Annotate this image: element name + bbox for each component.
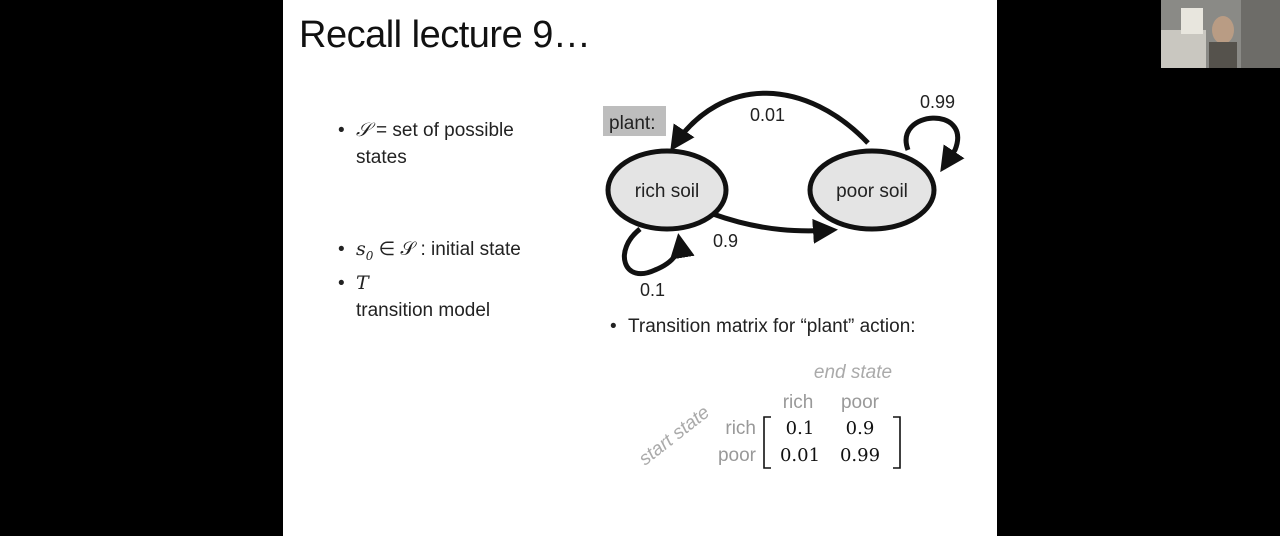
matrix-cell: 0.99 (840, 445, 880, 466)
matrix-cell: 0.01 (780, 445, 820, 466)
bullet-initial-state: • s0 ∈ 𝒮 : initial state (338, 238, 521, 263)
matrix-col-header-poor: poor (841, 392, 880, 413)
edge-rich-to-poor (712, 211, 838, 244)
edge-poor-self (903, 115, 965, 173)
transition-symbol: T (356, 272, 369, 294)
bullet-transition-matrix-text: Transition matrix for “plant” action: (628, 316, 916, 337)
matrix-row-header-rich: rich (725, 418, 756, 439)
initial-state-symbol: s (356, 238, 366, 260)
matrix-col-axis: end state (814, 362, 892, 383)
edge-label-poor-self: 0.99 (920, 92, 955, 112)
bullet-transition-model: • T transition model (338, 272, 491, 321)
matrix-row-header-poor: poor (718, 445, 757, 466)
edge-label-rich-self: 0.1 (640, 280, 665, 300)
edge-label-rich-to-poor: 0.9 (713, 231, 738, 251)
edge-poor-to-rich (670, 90, 870, 152)
state-diagram: plant: 0.01 0.9 0.99 0.1 rich soil poor … (603, 90, 965, 470)
presenter-video-thumbnail[interactable] (1161, 0, 1280, 68)
slide: Recall lecture 9… • 𝒮 = set of possible … (283, 0, 997, 536)
bullet-initial-state-text: ∈ 𝒮 : initial state (373, 239, 521, 260)
edge-rich-self (622, 227, 695, 277)
state-rich-soil (605, 148, 729, 232)
matrix-bracket-right (893, 416, 901, 469)
bullet-states-text2: states (356, 147, 407, 168)
state-poor-soil-label: poor soil (836, 181, 908, 202)
presenter-video-icon (1161, 0, 1280, 68)
bullet-transition-text: transition model (356, 300, 491, 321)
action-label-box (603, 106, 666, 136)
slide-title: Recall lecture 9… (299, 14, 591, 56)
edge-label-poor-to-rich: 0.01 (750, 105, 785, 125)
bullet-states: • 𝒮 = set of possible states (338, 119, 514, 168)
bullet-states-text: = set of possible (370, 120, 514, 141)
matrix-bracket-left (763, 416, 771, 469)
matrix-cell: 0.1 (786, 418, 815, 439)
matrix-col-header-rich: rich (783, 392, 814, 413)
bullet-transition-matrix: • Transition matrix for “plant” action: (610, 316, 916, 337)
matrix-row-axis: start state (635, 402, 714, 470)
matrix-cell: 0.9 (846, 418, 875, 439)
state-rich-soil-label: rich soil (635, 181, 699, 202)
set-symbol: 𝒮 (356, 119, 371, 141)
action-label: plant: (609, 113, 655, 134)
state-poor-soil (807, 148, 937, 232)
